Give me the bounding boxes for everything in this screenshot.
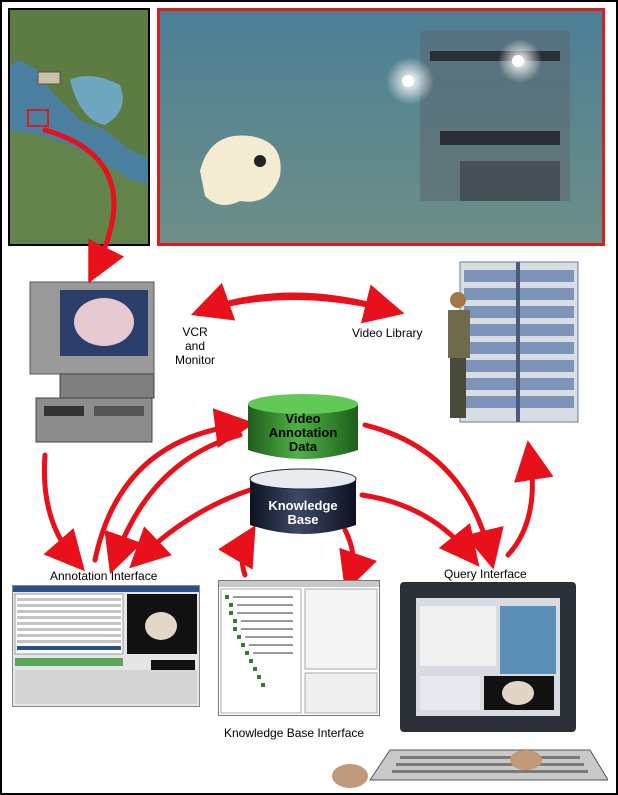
vcr-label-line-1: VCR <box>182 325 208 339</box>
query-interface-computer <box>330 580 608 792</box>
knowledge-base-interface-label: Knowledge Base Interface <box>224 726 365 740</box>
arrow-vcr-to-annotation <box>41 452 85 572</box>
query-interface-label: Query Interface <box>444 567 527 581</box>
annotation-interface-image <box>12 585 200 707</box>
map-panel <box>8 8 150 246</box>
dark-database-icon <box>249 468 357 534</box>
annotation-interface-label: Annotation Interface <box>50 569 158 583</box>
vcr-monitor-image <box>26 280 158 445</box>
video-library-image <box>440 258 582 430</box>
arrow-library-to-vcr <box>190 282 393 321</box>
computer-monitor-icon <box>332 582 608 788</box>
video-annotation-database: Video Annotation Data <box>246 392 360 464</box>
knowledge-base-database: Knowledge Base <box>248 467 358 539</box>
video-library-icon <box>448 261 579 423</box>
arrow-kb-to-annotation <box>129 487 253 569</box>
arrow-query-to-library <box>505 440 554 558</box>
rov-photo <box>157 8 605 246</box>
arrow-kb-to-query <box>359 492 480 567</box>
video-library-label: Video Library <box>352 326 423 340</box>
arrow-annotation-to-data <box>92 408 255 563</box>
kb-line-1: Knowledge <box>268 498 338 513</box>
arrow-data-to-query <box>362 422 504 570</box>
vcr-monitor-icon <box>29 281 155 443</box>
vad-line-2: Annotation <box>268 425 338 440</box>
arrow-map-to-vcr <box>42 127 125 284</box>
rov-photo-icon <box>160 11 602 243</box>
vad-line-3: Data <box>288 439 318 454</box>
arrow-kb-to-kbi <box>339 527 378 593</box>
map-icon <box>10 10 148 244</box>
knowledge-base-interface-image <box>218 580 380 716</box>
vcr-label-line-2: and <box>184 339 206 353</box>
kb-window-icon <box>219 581 379 714</box>
vcr-monitor-label: VCR and Monitor <box>170 325 220 367</box>
green-database-icon <box>248 394 358 459</box>
vcr-label-line-3: Monitor <box>174 353 215 367</box>
kb-line-2: Base <box>287 512 319 527</box>
arrow-kbi-to-kb <box>218 525 256 578</box>
annotation-window-icon <box>13 586 199 704</box>
arrow-data-to-annotation <box>104 432 243 575</box>
vad-line-1: Video <box>285 411 321 426</box>
